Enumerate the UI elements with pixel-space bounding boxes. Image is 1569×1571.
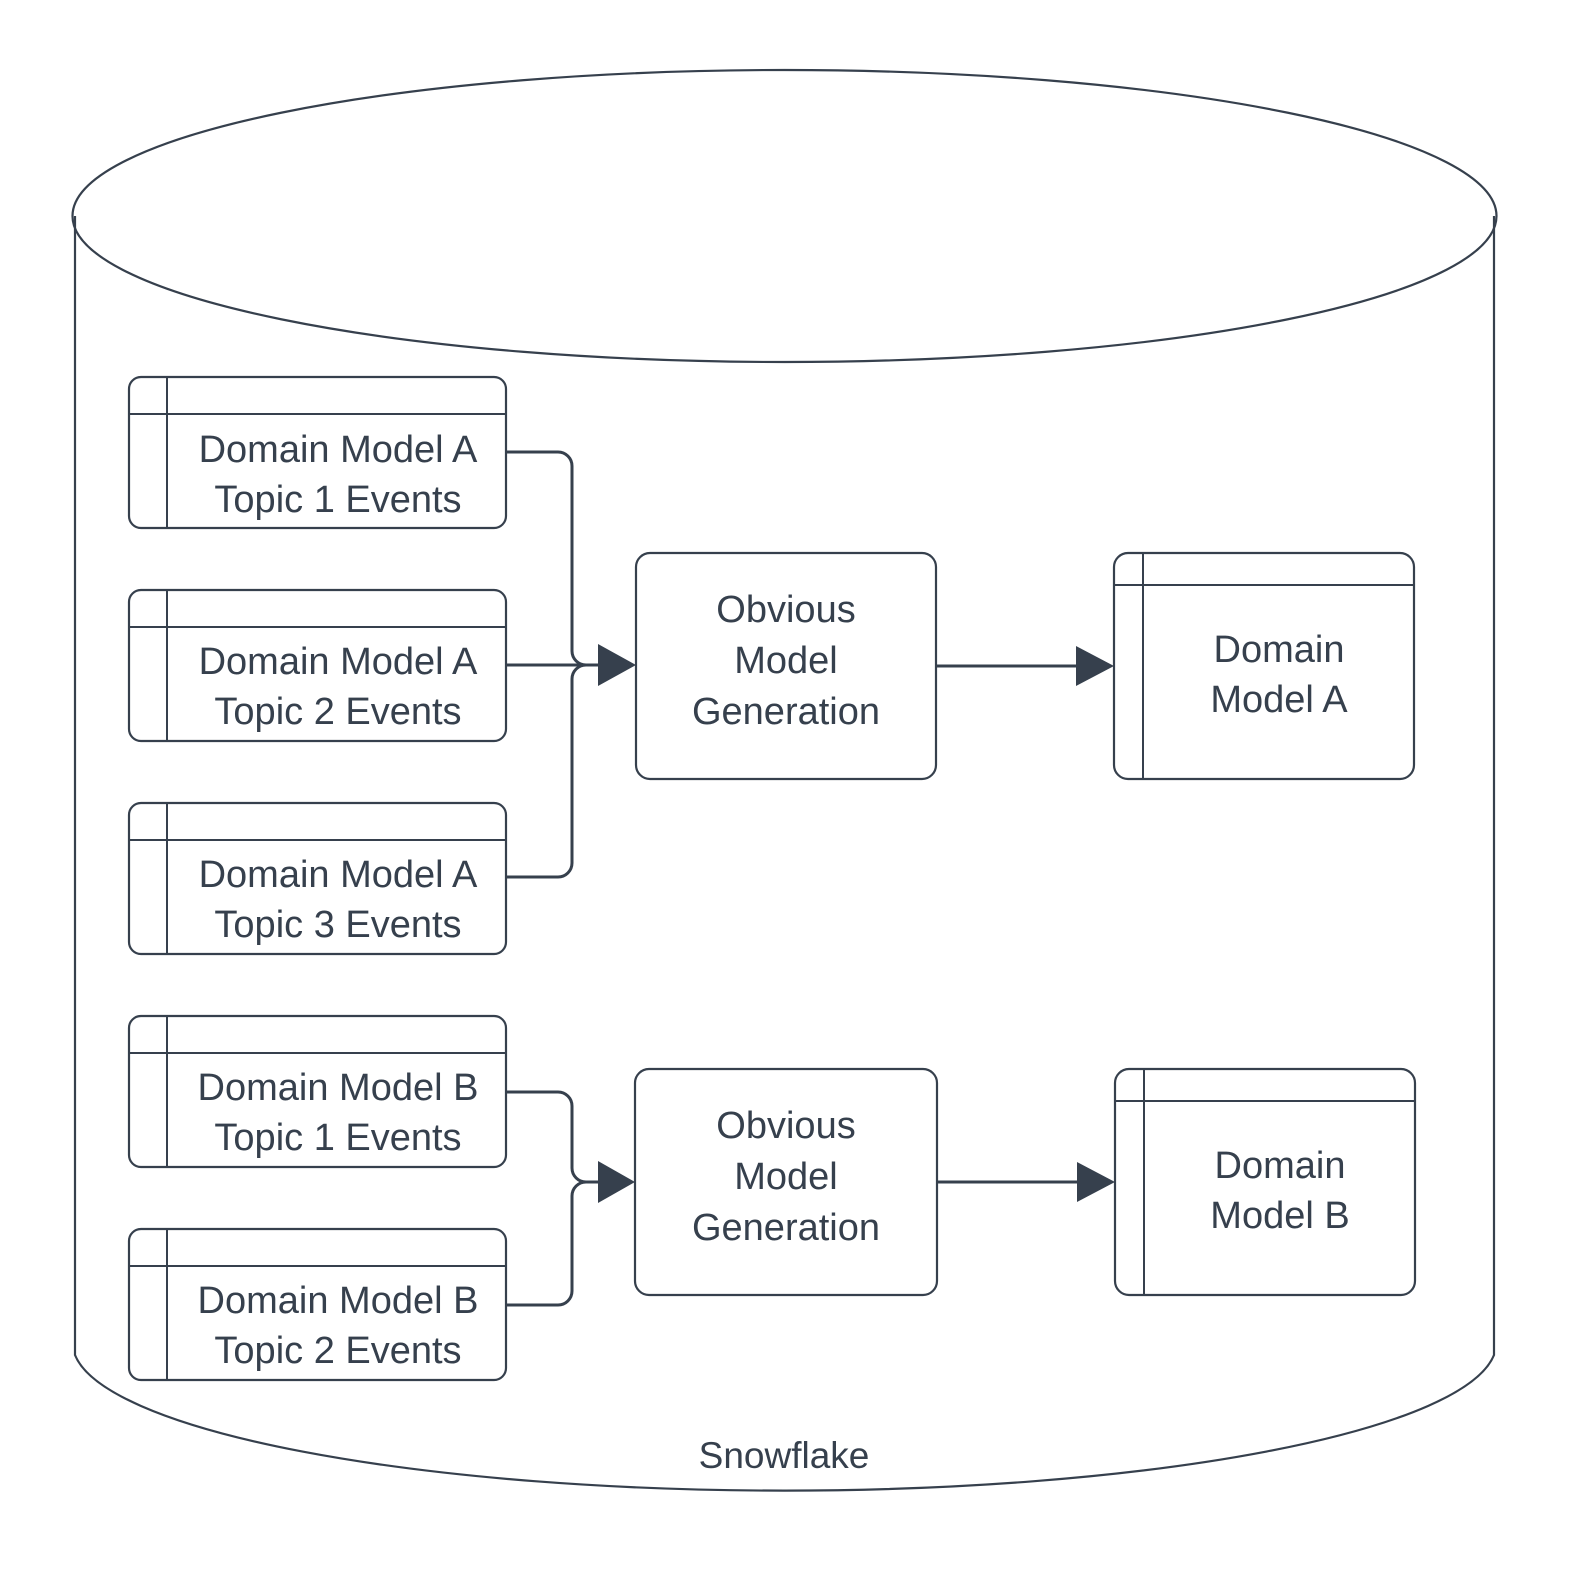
table-node-b-topic-2[interactable]: Domain Model B Topic 2 Events [127, 1227, 508, 1382]
table-label-line1: Domain Model A [199, 854, 478, 896]
table-label-line2: Topic 1 Events [214, 479, 461, 521]
output-label-line1: Domain [1215, 1145, 1346, 1187]
output-label-line2: Model A [1210, 679, 1348, 721]
connector-b-topic-1 [506, 1090, 587, 1184]
process-label-line1: Obvious [716, 589, 855, 631]
process-node-omg-b[interactable]: Obvious Model Generation [633, 1067, 939, 1297]
table-label-line2: Topic 1 Events [214, 1117, 461, 1159]
output-label-line1: Domain [1214, 629, 1345, 671]
table-label-line1: Domain Model A [199, 641, 478, 683]
cylinder-container: Snowflake [71, 68, 1498, 1492]
table-label-line2: Topic 3 Events [214, 904, 461, 946]
table-label-line1: Domain Model A [199, 429, 478, 471]
table-label-line1: Domain Model B [198, 1067, 479, 1109]
output-label-line2: Model B [1210, 1195, 1349, 1237]
process-label-line3: Generation [692, 691, 880, 733]
connector-a-topic-3 [506, 663, 587, 879]
table-label-line1: Domain Model B [198, 1280, 479, 1322]
table-node-a-topic-2[interactable]: Domain Model A Topic 2 Events [127, 588, 508, 743]
connector-group-b [506, 1090, 1115, 1307]
process-label-line1: Obvious [716, 1105, 855, 1147]
connector-b-topic-2 [506, 1180, 587, 1307]
table-node-b-topic-1[interactable]: Domain Model B Topic 1 Events [127, 1014, 508, 1169]
table-label-line2: Topic 2 Events [214, 691, 461, 733]
process-node-omg-a[interactable]: Obvious Model Generation [634, 551, 938, 781]
cylinder-top-ellipse [71, 68, 1498, 364]
table-node-a-topic-1[interactable]: Domain Model A Topic 1 Events [127, 375, 508, 530]
arrowhead-a-into-process [598, 644, 636, 686]
process-label-line2: Model [734, 1156, 838, 1198]
arrowhead-a-into-output [1076, 646, 1114, 686]
table-label-line2: Topic 2 Events [214, 1330, 461, 1372]
cylinder-label: Snowflake [699, 1435, 870, 1476]
table-node-a-topic-3[interactable]: Domain Model A Topic 3 Events [127, 801, 508, 956]
connector-group-a [506, 450, 1114, 879]
process-label-line2: Model [734, 640, 838, 682]
arrowhead-b-into-output [1077, 1162, 1115, 1202]
output-node-model-b[interactable]: Domain Model B [1113, 1067, 1417, 1297]
cylinder-body [73, 216, 1496, 1492]
connector-a-topic-1 [506, 450, 587, 667]
arrowhead-b-into-process [598, 1161, 635, 1203]
output-node-model-a[interactable]: Domain Model A [1112, 551, 1416, 781]
process-label-line3: Generation [692, 1207, 880, 1249]
